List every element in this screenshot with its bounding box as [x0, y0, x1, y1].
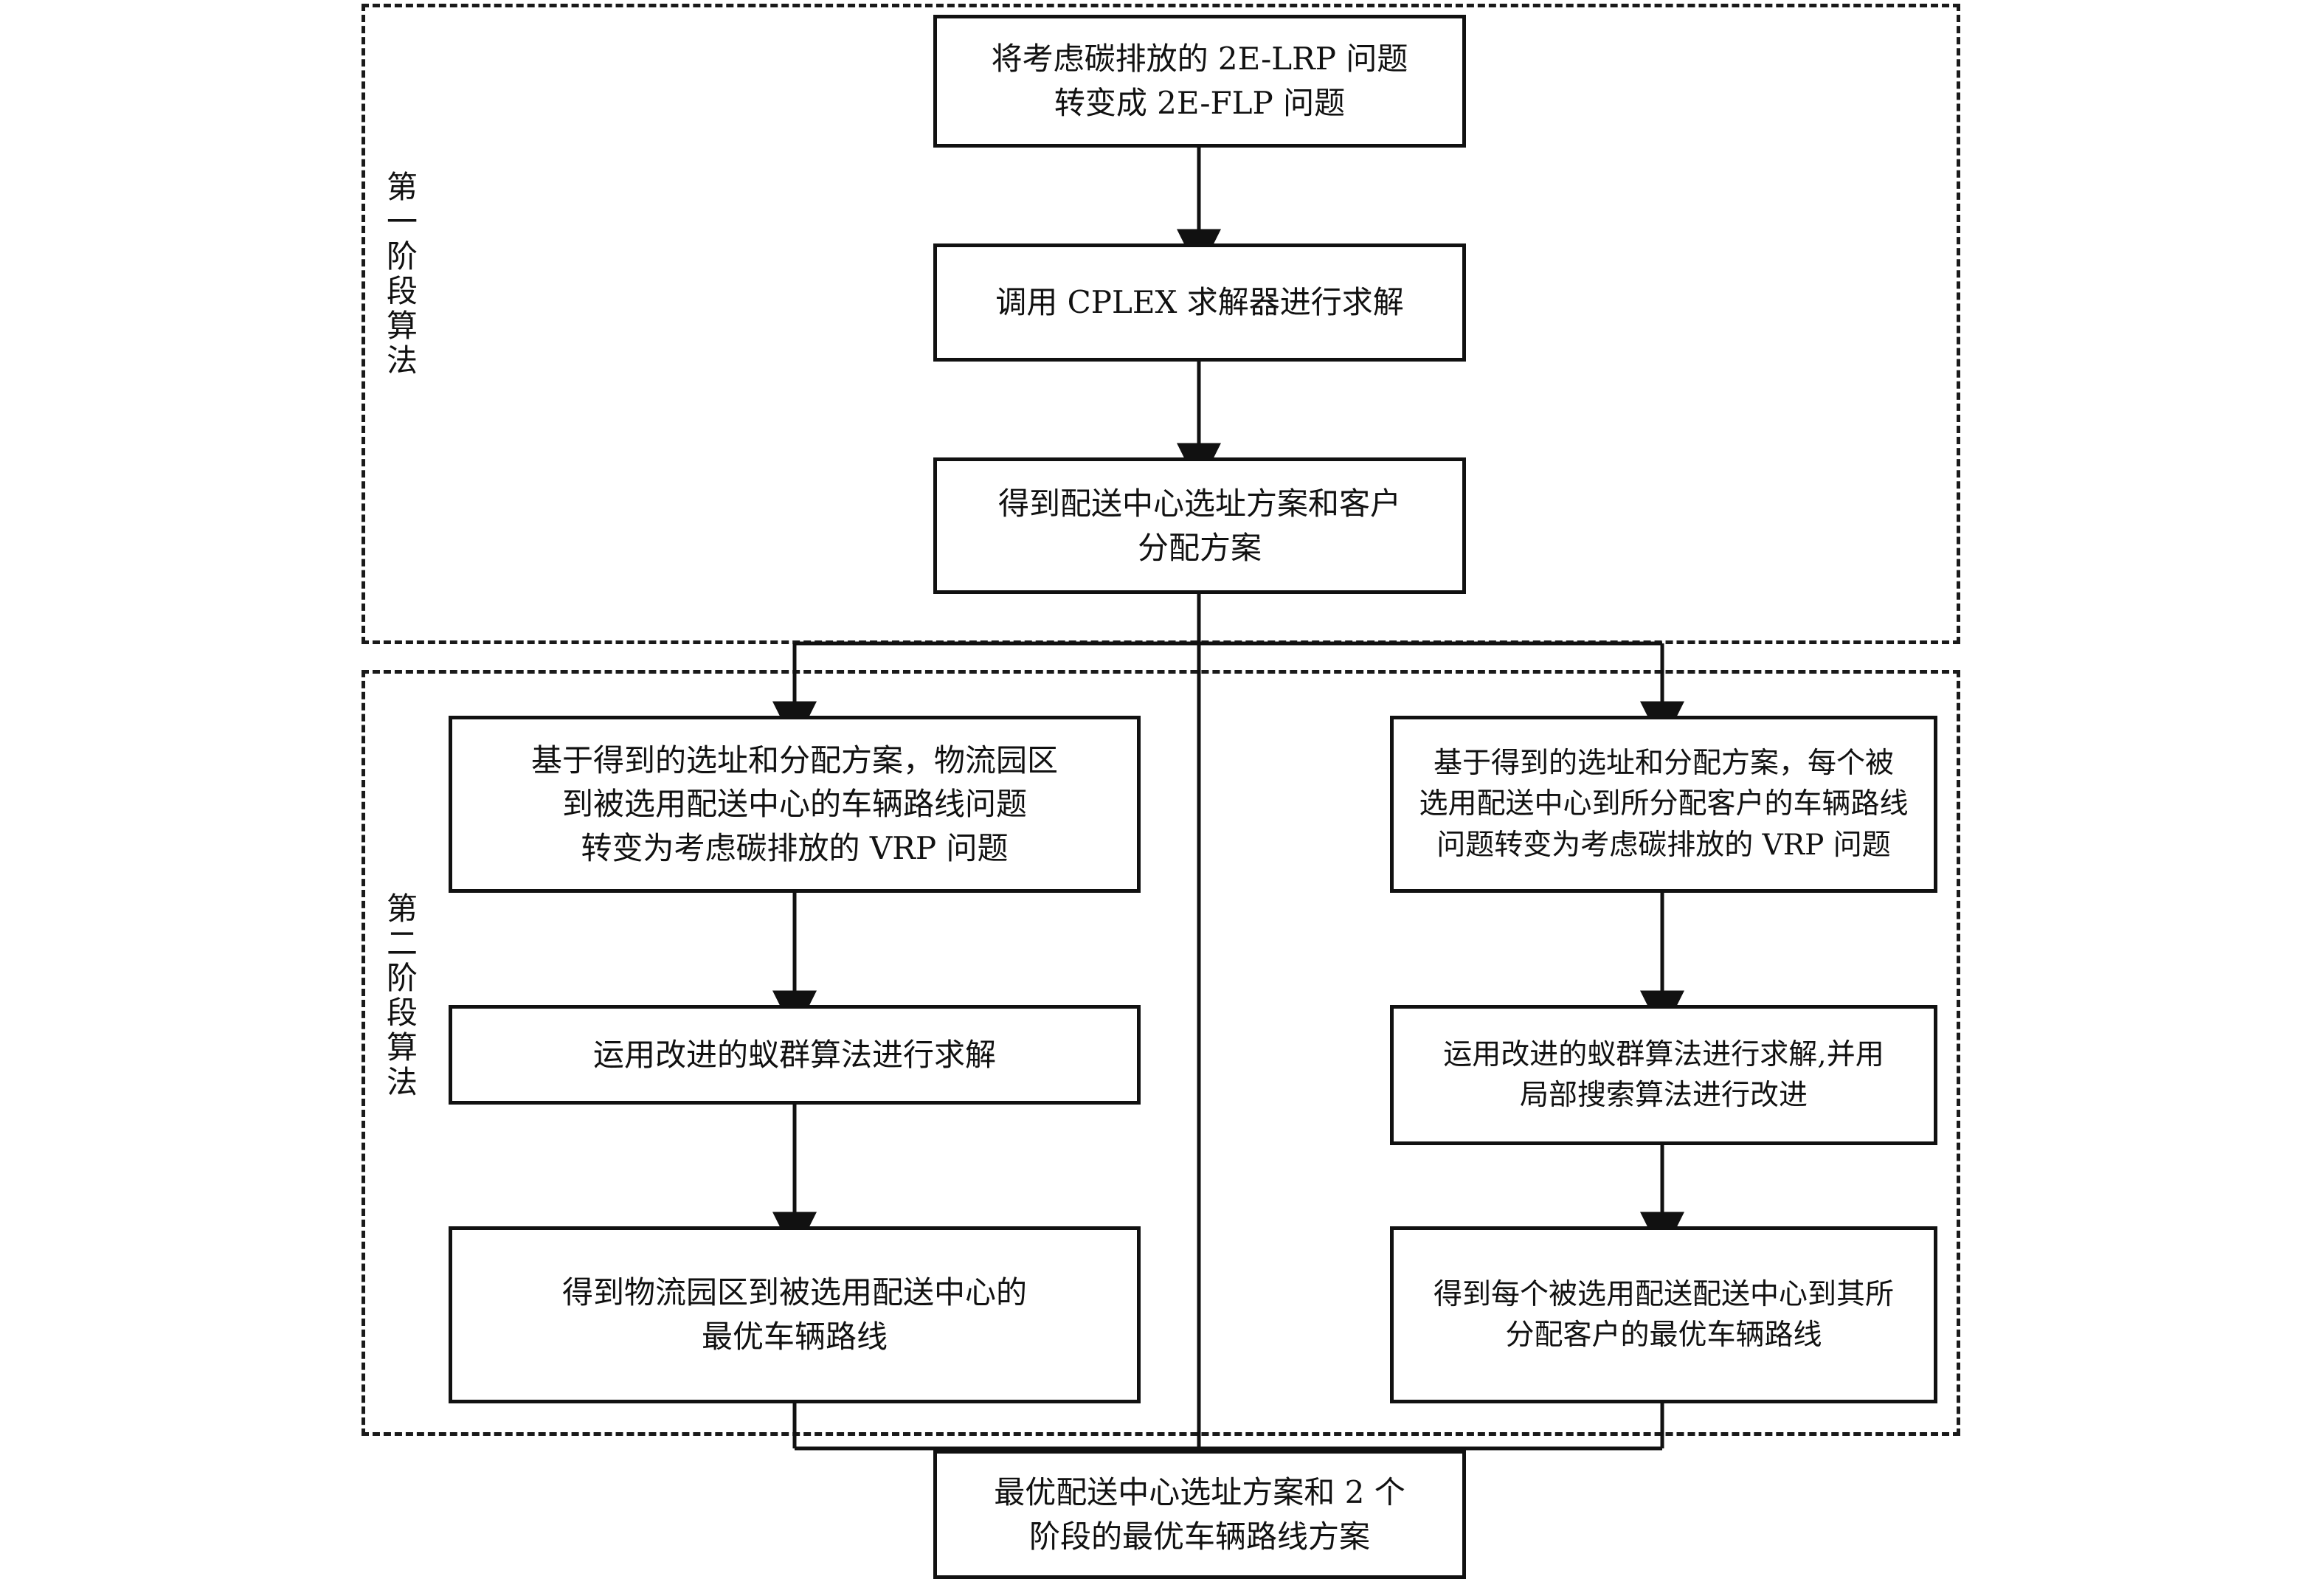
stage-2-label-char-3: 段	[386, 995, 418, 1032]
stage-2-label: 第 二 阶 段 算 法	[378, 891, 426, 1099]
stage-1-label-char-1: 一	[386, 204, 418, 241]
stage-2-label-char-2: 阶	[386, 960, 418, 997]
node-get-location-and-allocation-line-1: 分配方案	[1137, 529, 1262, 566]
stage-1-label-char-5: 法	[386, 342, 418, 379]
stage-2-label-char-4: 算	[386, 1029, 418, 1066]
node-left-optimal-route-line-1: 最优车辆路线	[701, 1319, 888, 1355]
stage-1-label: 第 一 阶 段 算 法	[378, 170, 426, 378]
node-left-convert-to-vrp[interactable]: 基于得到的选址和分配方案，物流园区 到被选用配送中心的车辆路线问题 转变为考虑碳…	[449, 716, 1141, 893]
node-right-convert-to-vrp-line-0: 基于得到的选址和分配方案，每个被	[1433, 746, 1894, 780]
stage-1-label-char-3: 段	[386, 273, 418, 310]
node-left-aco-solve[interactable]: 运用改进的蚁群算法进行求解	[449, 1005, 1141, 1105]
node-left-optimal-route-line-0: 得到物流园区到被选用配送中心的	[561, 1274, 1027, 1311]
node-right-optimal-route-line-1: 分配客户的最优车辆路线	[1505, 1319, 1822, 1352]
node-right-optimal-route[interactable]: 得到每个被选用配送配送中心到其所 分配客户的最优车辆路线	[1390, 1226, 1937, 1403]
node-final-result-line-0: 最优配送中心选址方案和 2 个	[994, 1473, 1405, 1510]
node-right-convert-to-vrp-line-2: 问题转变为考虑碳排放的 VRP 问题	[1436, 828, 1891, 862]
stage-1-label-char-2: 阶	[386, 238, 418, 275]
node-get-location-and-allocation[interactable]: 得到配送中心选址方案和客户 分配方案	[933, 457, 1466, 594]
node-left-aco-solve-line-0: 运用改进的蚁群算法进行求解	[592, 1036, 996, 1073]
stage-2-label-char-0: 第	[386, 891, 418, 927]
node-right-aco-local-search[interactable]: 运用改进的蚁群算法进行求解,并用 局部搜索算法进行改进	[1390, 1005, 1937, 1145]
node-final-result[interactable]: 最优配送中心选址方案和 2 个 阶段的最优车辆路线方案	[933, 1450, 1466, 1579]
stage-2-container	[362, 670, 1960, 1436]
node-final-result-line-1: 阶段的最优车辆路线方案	[1028, 1518, 1370, 1555]
node-right-aco-local-search-line-1: 局部搜索算法进行改进	[1519, 1079, 1808, 1112]
node-left-convert-to-vrp-line-0: 基于得到的选址和分配方案，物流园区	[530, 742, 1058, 778]
node-left-convert-to-vrp-line-2: 转变为考虑碳排放的 VRP 问题	[581, 829, 1009, 866]
stage-2-label-char-1: 二	[386, 925, 418, 962]
node-convert-problem-line-0: 将考虑碳排放的 2E-LRP 问题	[991, 41, 1408, 77]
node-left-convert-to-vrp-line-1: 到被选用配送中心的车辆路线问题	[561, 786, 1027, 823]
node-right-convert-to-vrp[interactable]: 基于得到的选址和分配方案，每个被 选用配送中心到所分配客户的车辆路线 问题转变为…	[1390, 716, 1937, 893]
node-right-optimal-route-line-0: 得到每个被选用配送配送中心到其所	[1433, 1277, 1894, 1311]
node-left-optimal-route[interactable]: 得到物流园区到被选用配送中心的 最优车辆路线	[449, 1226, 1141, 1403]
stage-2-label-char-5: 法	[386, 1064, 418, 1101]
node-call-cplex-solver-line-0: 调用 CPLEX 求解器进行求解	[995, 284, 1404, 321]
node-right-convert-to-vrp-line-1: 选用配送中心到所分配客户的车辆路线	[1419, 787, 1909, 821]
node-call-cplex-solver[interactable]: 调用 CPLEX 求解器进行求解	[933, 243, 1466, 362]
node-convert-problem[interactable]: 将考虑碳排放的 2E-LRP 问题 转变成 2E-FLP 问题	[933, 15, 1466, 148]
node-get-location-and-allocation-line-0: 得到配送中心选址方案和客户	[997, 485, 1401, 522]
stage-1-label-char-4: 算	[386, 308, 418, 345]
stage-1-label-char-0: 第	[386, 169, 418, 205]
node-convert-problem-line-1: 转变成 2E-FLP 问题	[1054, 85, 1346, 121]
node-right-aco-local-search-line-0: 运用改进的蚁群算法进行求解,并用	[1443, 1037, 1884, 1071]
